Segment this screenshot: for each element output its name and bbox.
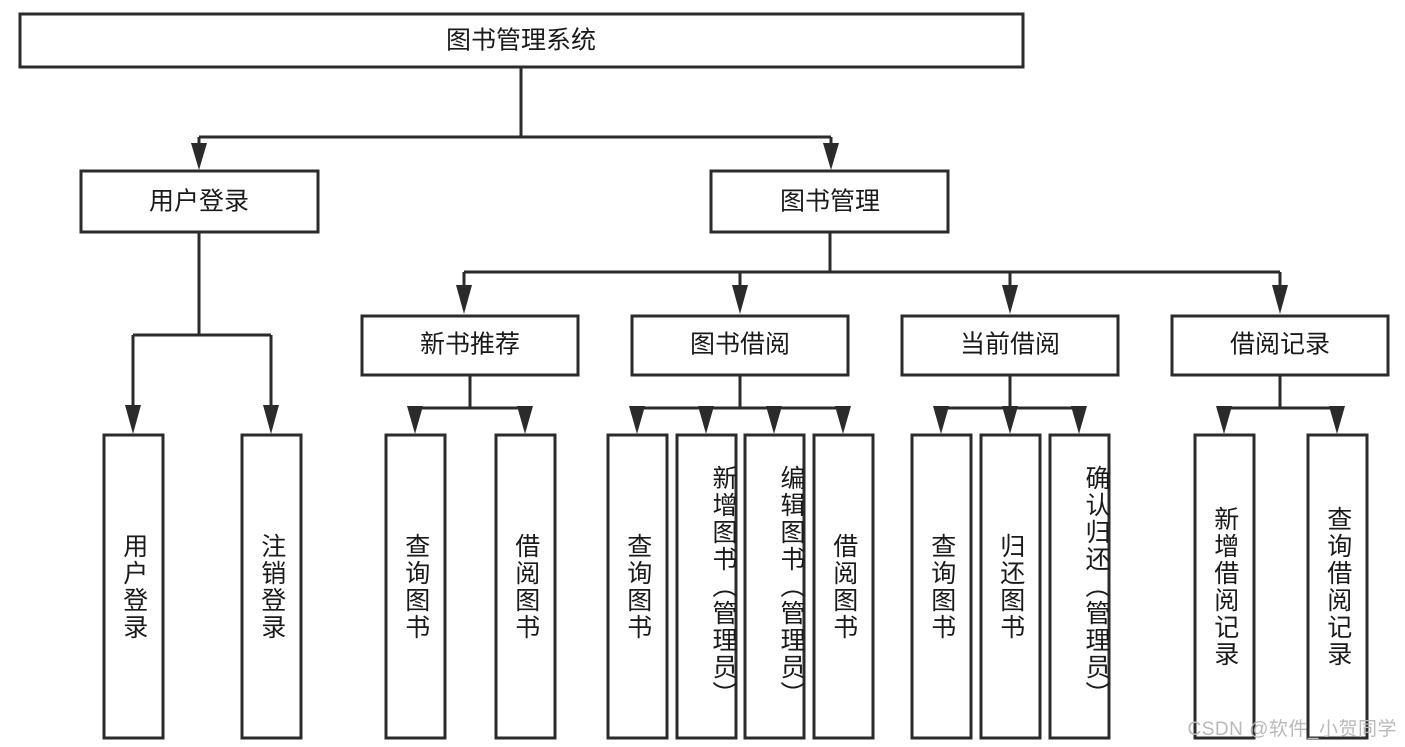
leaf-user-login-label: 用户登录 [119, 532, 148, 641]
connector-user-login-to-leaves [125, 232, 279, 434]
leaf-cb-confirm-return-rect[interactable] [1048, 433, 1111, 740]
arrow-head-icon [732, 285, 748, 314]
node-current-borrow-label: 当前借阅 [960, 331, 1060, 359]
leaf-user-login-rect[interactable] [102, 433, 165, 740]
leaf-bb-add-book-label: 新增图书（管理员） [709, 465, 737, 708]
connector-book-borrow-to-leaves [629, 375, 851, 434]
leaf-bb-edit-book-rect[interactable] [743, 433, 806, 740]
leaf-bb-edit-book-label: 编辑图书（管理员） [777, 465, 805, 708]
leaf-nbr-query-book-rect[interactable] [384, 433, 447, 740]
leaf-cb-return-book-label: 归还图书 [996, 532, 1025, 641]
node-borrow-record-label: 借阅记录 [1230, 331, 1330, 359]
leaf-bb-query-book-label: 查询图书 [623, 532, 652, 641]
arrow-head-icon [1272, 285, 1288, 314]
leaf-nbr-borrow-book-label: 借阅图书 [511, 532, 540, 641]
connector-root-to-level2 [191, 67, 839, 170]
node-new-book-recommend[interactable]: 新书推荐 [360, 314, 580, 377]
leaf-br-add-record-rect[interactable] [1193, 433, 1256, 740]
leaf-user-logout-label: 注销登录 [257, 532, 286, 641]
leaf-cb-query-book-label: 查询图书 [927, 532, 956, 641]
leaf-br-query-record-label: 查询借阅记录 [1323, 505, 1352, 668]
node-new-book-recommend-label: 新书推荐 [420, 331, 520, 359]
node-current-borrow[interactable]: 当前借阅 [900, 314, 1120, 377]
node-root-label: 图书管理系统 [446, 27, 596, 55]
node-root[interactable]: 图书管理系统 [18, 12, 1025, 69]
leaf-nbr-borrow-book-rect[interactable] [494, 433, 557, 740]
arrow-head-icon [933, 406, 949, 434]
node-book-management-label: 图书管理 [780, 188, 880, 216]
connector-book-management-to-level3 [456, 232, 1288, 314]
arrow-head-icon [766, 406, 782, 434]
leaf-br-add-record-label: 新增借阅记录 [1210, 505, 1239, 668]
leaf-bb-borrow-book-rect[interactable] [812, 433, 875, 740]
node-book-borrow-rect [630, 314, 850, 377]
arrow-head-icon [407, 406, 423, 434]
leaf-user-logout-rect[interactable] [240, 433, 303, 740]
arrow-head-icon [835, 406, 851, 434]
arrow-head-icon [191, 143, 207, 170]
node-user-login-label: 用户登录 [149, 188, 249, 216]
node-current-borrow-rect [900, 314, 1120, 377]
watermark-text: CSDN @软件_小贺同学 [1187, 719, 1397, 740]
node-root-rect [18, 12, 1025, 69]
arrow-head-icon [263, 405, 279, 434]
arrow-head-icon [1002, 406, 1018, 434]
node-book-management[interactable]: 图书管理 [709, 169, 950, 234]
node-user-login[interactable]: 用户登录 [79, 169, 320, 234]
leaf-bb-borrow-book-label: 借阅图书 [829, 532, 858, 641]
arrow-head-icon [1216, 406, 1232, 434]
arrow-head-icon [1002, 285, 1018, 314]
arrow-head-icon [517, 406, 533, 434]
arrow-head-icon [698, 406, 714, 434]
node-book-borrow[interactable]: 图书借阅 [630, 314, 850, 377]
leaf-br-query-record-rect[interactable] [1306, 433, 1369, 740]
arrow-head-icon [1329, 406, 1345, 434]
leaf-nbr-query-book-label: 查询图书 [401, 532, 430, 641]
connector-borrow-record-to-leaves [1216, 375, 1345, 434]
leaf-bb-query-book-rect[interactable] [606, 433, 669, 740]
connector-new-book-recommend-to-leaves [407, 375, 533, 434]
arrow-head-icon [1071, 406, 1087, 434]
leaf-cb-confirm-return-label: 确认归还（管理员） [1082, 465, 1110, 708]
node-book-borrow-label: 图书借阅 [690, 331, 790, 359]
arrow-head-icon [125, 405, 141, 434]
leaf-bb-add-book-rect[interactable] [675, 433, 738, 740]
node-new-book-recommend-rect [360, 314, 580, 377]
leaf-cb-return-book-rect[interactable] [979, 433, 1042, 740]
arrow-head-icon [456, 285, 472, 314]
leaf-cb-query-book-rect[interactable] [910, 433, 973, 740]
arrow-head-icon [823, 143, 839, 170]
node-borrow-record[interactable]: 借阅记录 [1170, 314, 1390, 377]
connector-current-borrow-to-leaves [933, 375, 1087, 434]
arrow-head-icon [629, 406, 645, 434]
